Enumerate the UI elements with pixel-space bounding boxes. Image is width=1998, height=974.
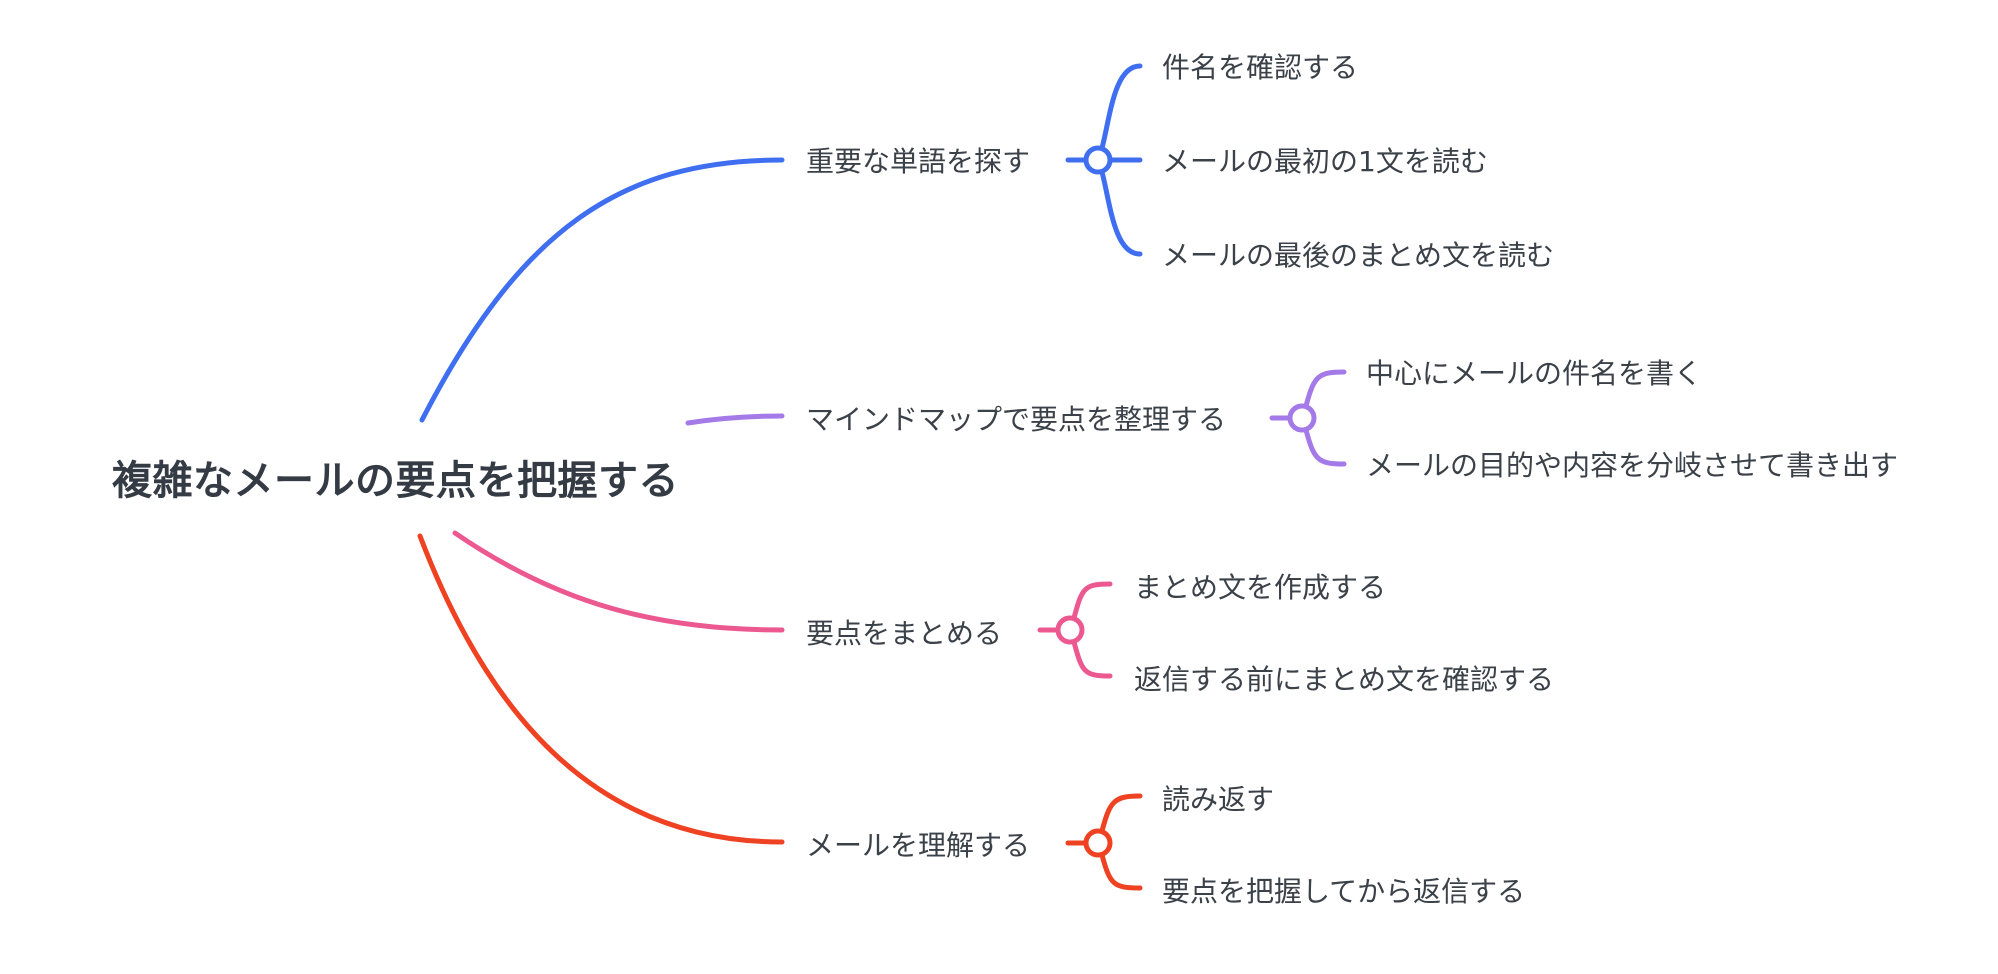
leaf-node: 返信する前にまとめ文を確認する [1134,663,1555,696]
junction-node [1083,828,1113,858]
connector-line [1099,169,1143,257]
root-node: 複雑なメールの要点を把握する [112,458,679,504]
connector-line [1099,852,1143,891]
connector-line [1303,369,1347,409]
connector-line [417,533,785,845]
connector-line [1303,427,1347,467]
branch-node: 重要な単語を探す [806,145,1031,178]
leaf-node: 要点を把握してから返信する [1162,875,1526,908]
junction-node [1055,615,1085,645]
leaf-node: メールの目的や内容を分岐させて書き出す [1366,449,1899,482]
connector-line [685,413,785,426]
leaf-node: メールの最初の1文を読む [1162,145,1488,178]
leaf-node: メールの最後のまとめ文を読む [1162,239,1555,272]
leaf-node: 中心にメールの件名を書く [1366,357,1703,390]
branch-node: マインドマップで要点を整理する [806,403,1227,436]
junction-node [1083,145,1113,175]
branch-node: 要点をまとめる [806,617,1003,650]
leaf-node: 件名を確認する [1162,51,1359,84]
leaf-node: まとめ文を作成する [1134,571,1387,604]
leaf-node: 読み返す [1162,783,1275,816]
connector-line [1099,63,1143,151]
branch-node: メールを理解する [806,829,1031,862]
junction-node [1287,403,1317,433]
mindmap-links [417,63,1347,891]
connector-line [1071,639,1113,679]
connector-line [419,157,785,423]
connector-line [1071,581,1113,621]
connector-line [1099,793,1143,834]
connector-line [452,530,785,633]
